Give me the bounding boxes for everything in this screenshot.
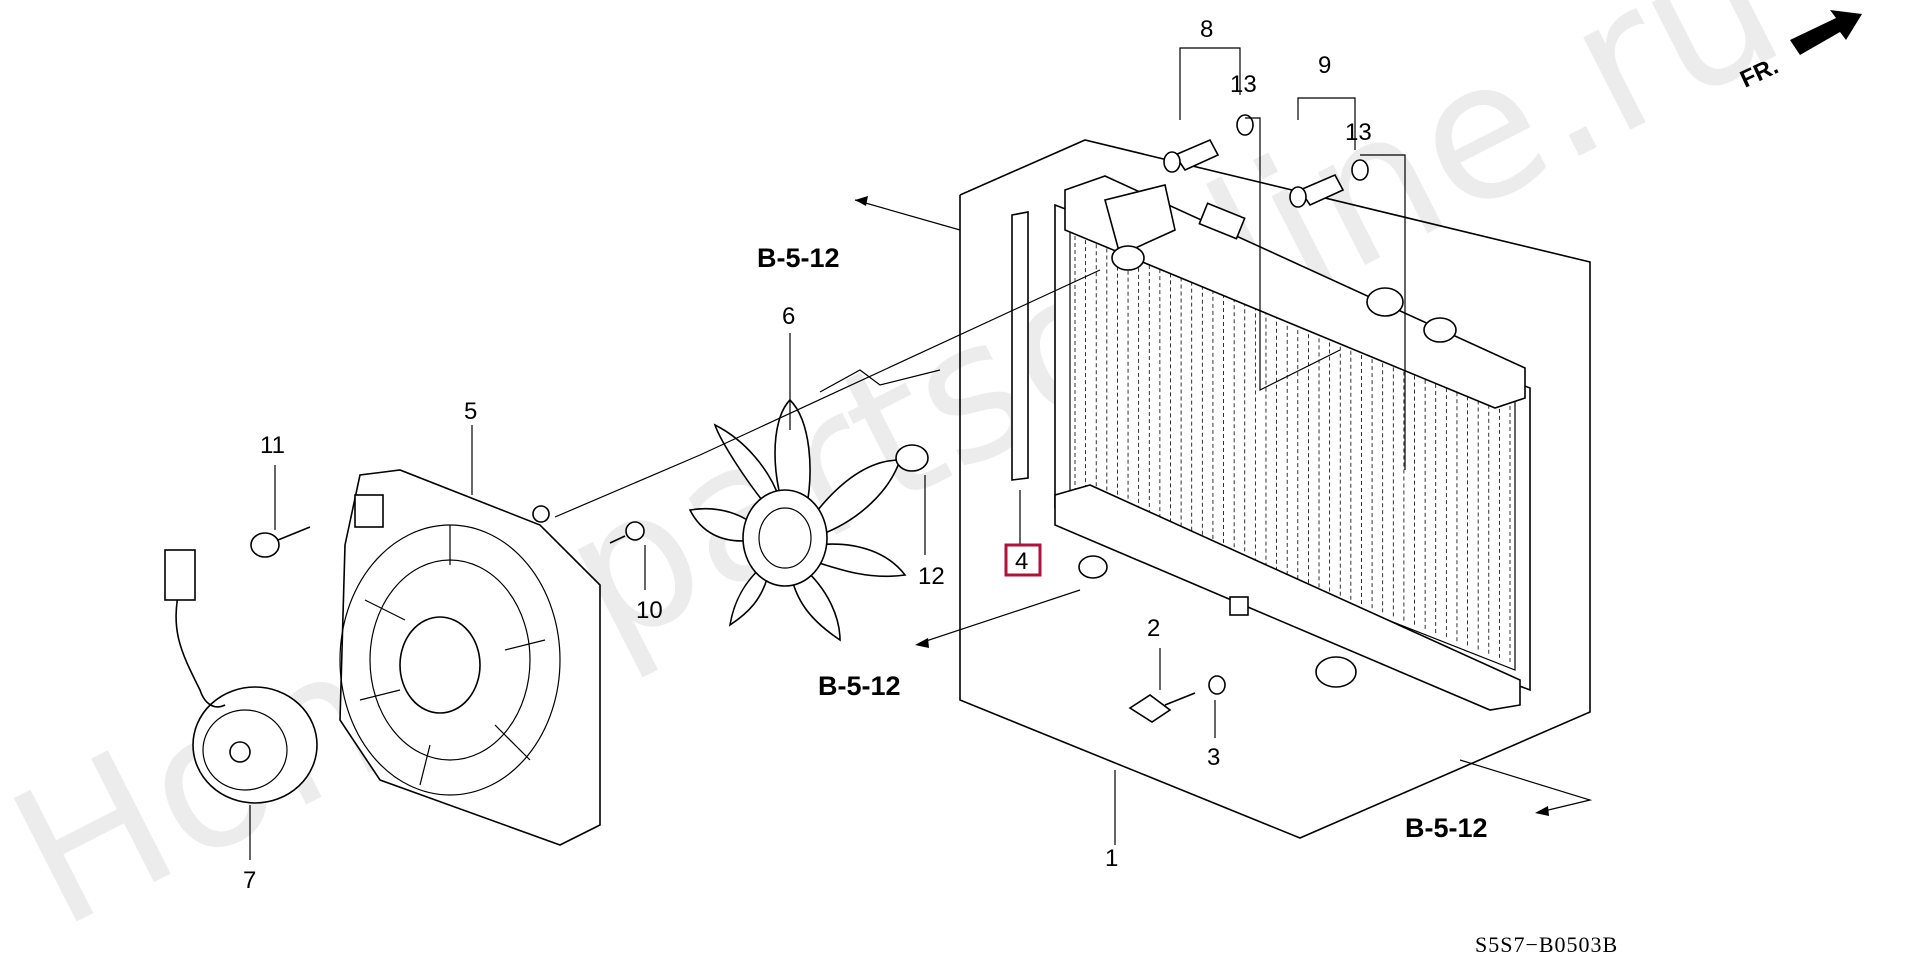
fan-shroud xyxy=(339,469,601,846)
bolt-11 xyxy=(250,526,311,558)
assembly-outline xyxy=(959,139,1591,839)
washer-13-top xyxy=(1236,114,1254,136)
callout-9[interactable]: 9 xyxy=(1318,52,1331,79)
callout-7[interactable]: 7 xyxy=(243,867,256,894)
bolt-9 xyxy=(1289,173,1345,208)
callout-3[interactable]: 3 xyxy=(1207,744,1220,771)
bolt-8 xyxy=(1163,138,1220,173)
reference-label-bottom-right[interactable]: B-5-12 xyxy=(1405,813,1488,843)
cooling-fan xyxy=(688,398,907,642)
fan-motor xyxy=(164,549,318,804)
callout-5[interactable]: 5 xyxy=(464,398,477,425)
diagram-code: S5S7−B0503B xyxy=(1475,932,1618,957)
callout-8[interactable]: 8 xyxy=(1200,16,1213,43)
screw-10 xyxy=(609,521,645,544)
callout-4-box xyxy=(1004,543,1042,577)
nut-12 xyxy=(895,444,929,472)
callout-13-top[interactable]: 13 xyxy=(1230,71,1257,98)
front-arrow-icon xyxy=(1790,10,1862,55)
callout-4-highlight[interactable]: 4 xyxy=(1004,543,1042,577)
seal-strip xyxy=(1011,211,1029,481)
washer-3 xyxy=(1208,675,1226,695)
reference-label-middle-left[interactable]: B-5-12 xyxy=(818,671,901,701)
callout-1[interactable]: 1 xyxy=(1105,845,1118,872)
callout-11[interactable]: 11 xyxy=(260,432,285,459)
reference-label-top-left[interactable]: B-5-12 xyxy=(757,243,840,273)
callout-2[interactable]: 2 xyxy=(1147,615,1160,642)
callout-6[interactable]: 6 xyxy=(782,303,795,330)
radiator-fins xyxy=(1074,222,1511,662)
leader-lines xyxy=(249,47,1406,860)
callout-10[interactable]: 10 xyxy=(636,597,663,624)
reference-arrows xyxy=(854,196,1593,816)
callout-12[interactable]: 12 xyxy=(918,563,945,590)
watermark-text: Hondapartsonline.ru xyxy=(0,0,1812,959)
drain-plug-2 xyxy=(1128,692,1196,723)
callout-4[interactable]: 4 xyxy=(1015,548,1028,575)
callout-13-right[interactable]: 13 xyxy=(1345,119,1372,146)
washer-13-right xyxy=(1351,159,1369,181)
radiator xyxy=(1054,175,1531,711)
